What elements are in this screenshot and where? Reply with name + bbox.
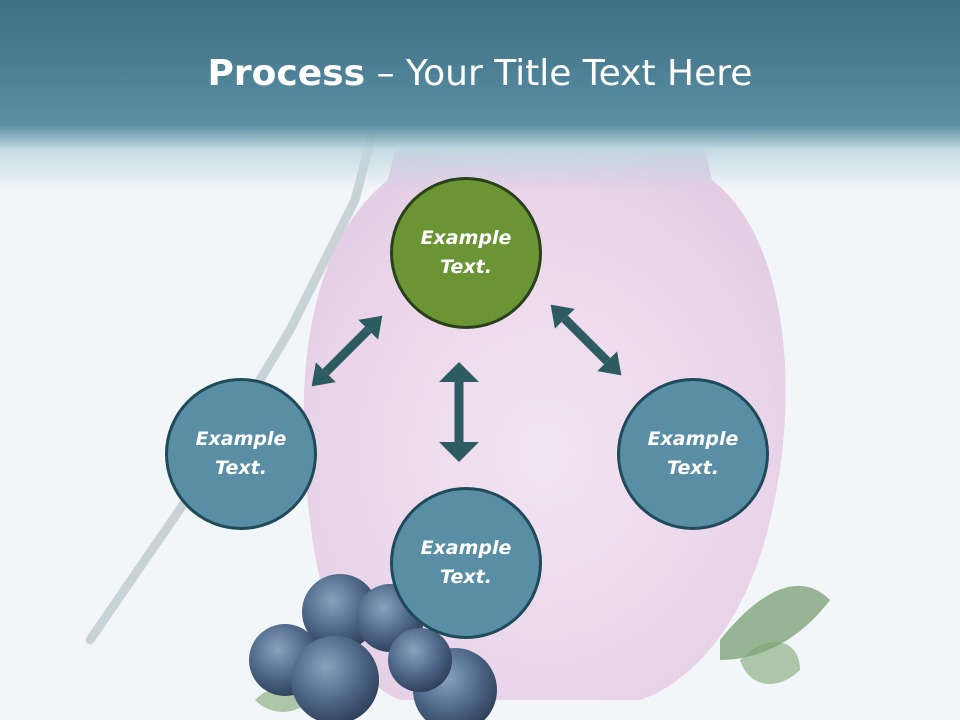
node-right-label: Example Text. [647,428,739,479]
title-rest: – Your Title Text Here [365,53,753,94]
node-top: Example Text. [390,177,542,329]
title-banner [0,0,960,190]
node-left-label: Example Text. [195,428,287,479]
node-left: Example Text. [165,378,317,530]
title-bold: Process [207,53,366,94]
leaf [740,641,800,684]
arrow-vertical [439,362,479,462]
blueberry [388,628,452,692]
leaf [720,585,830,660]
node-right: Example Text. [617,378,769,530]
blueberry [291,636,379,720]
node-bottom-label: Example Text. [420,537,512,588]
node-bottom: Example Text. [390,487,542,639]
arrow-left-to-top [311,315,383,387]
node-top-label: Example Text. [420,227,512,278]
arrow-top-to-right [550,304,622,376]
slide-title: Process – Your Title Text Here [0,52,960,96]
